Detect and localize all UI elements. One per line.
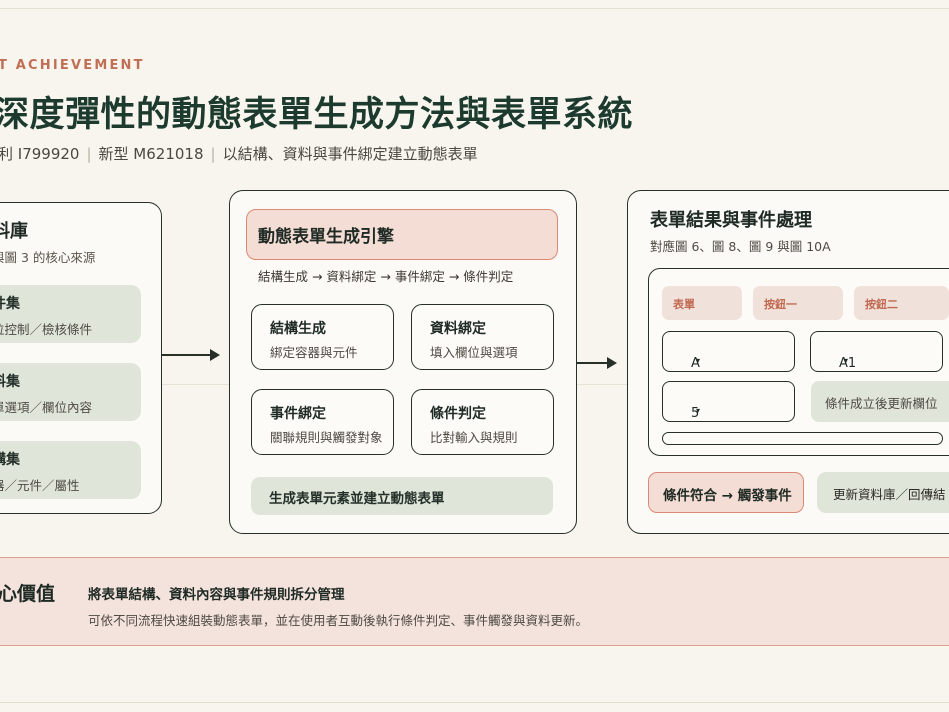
summary-text: 以結構、資料與事件綁定建立動態表單	[222, 145, 478, 163]
database-update-box: 更新資料庫／回傳結	[817, 472, 949, 513]
value-band-description: 可依不同流程快速組裝動態表單，並在使用者互動後執行條件判定、事件觸發與資料更新。	[88, 613, 589, 628]
card-desc: 位控制／檢核條件	[0, 322, 93, 337]
tab-button-two[interactable]: 按鈕二	[854, 286, 949, 320]
card-desc: 單選項／欄位內容	[0, 400, 93, 415]
select-value: 5	[691, 406, 700, 421]
engine-title: 動態表單生成引擎	[258, 227, 394, 247]
tab-form[interactable]: 表單	[662, 286, 742, 320]
condition-check-card: 條件判定 比對輸入與規則	[411, 389, 554, 455]
step-title: 結構生成	[270, 321, 326, 337]
field-update-text: 條件成立後更新欄位	[825, 396, 938, 411]
step-title: 事件綁定	[270, 406, 326, 422]
tab-label: 按鈕一	[764, 298, 797, 311]
select-a[interactable]: A▾	[662, 331, 795, 372]
top-rule	[0, 8, 949, 9]
step-desc: 關聯規則與觸發對象	[270, 430, 383, 445]
tab-label: 表單	[673, 298, 695, 311]
eyebrow-label: T ACHIEVEMENT	[0, 58, 145, 73]
value-band	[0, 557, 949, 646]
chevron-down-icon: ▾	[696, 356, 701, 365]
trigger-event-text: 條件符合 → 觸發事件	[663, 488, 792, 504]
tab-button-one[interactable]: 按鈕一	[753, 286, 843, 320]
card-title: 件集	[0, 296, 20, 312]
database-panel-title: 料庫	[0, 221, 28, 242]
select-value: A	[691, 356, 700, 371]
arrow-right-icon	[577, 357, 617, 369]
step-title: 資料綁定	[430, 321, 486, 337]
data-binding-card: 資料綁定 填入欄位與選項	[411, 304, 554, 370]
database-panel-subtitle: 與圖 3 的核心來源	[0, 250, 96, 265]
arrow-right-icon	[162, 349, 220, 361]
data-set-card: 料集 單選項／欄位內容	[0, 363, 141, 421]
page-title: 深度彈性的動態表單生成方法與表單系統	[0, 94, 634, 135]
utility-model-number: 新型 M621018	[98, 145, 204, 163]
tab-label: 按鈕二	[865, 298, 898, 311]
result-panel-title: 表單結果與事件處理	[650, 210, 812, 231]
select-a1[interactable]: A1▾	[810, 331, 943, 372]
input-bar[interactable]	[662, 432, 943, 445]
field-update-note: 條件成立後更新欄位	[811, 381, 949, 422]
engine-title-box: 動態表單生成引擎	[246, 209, 558, 260]
step-desc: 比對輸入與規則	[430, 430, 518, 445]
separator: |	[210, 145, 216, 163]
step-desc: 綁定容器與元件	[270, 345, 358, 360]
page-subtitle: 利 I799920 | 新型 M621018 | 以結構、資料與事件綁定建立動態表單	[0, 143, 478, 164]
select-value: A1	[839, 356, 857, 371]
card-desc: 器／元件／屬性	[0, 478, 80, 493]
output-box: 生成表單元素並建立動態表單	[251, 477, 553, 515]
select-5[interactable]: 5▾	[662, 381, 795, 422]
patent-number: 利 I799920	[0, 145, 80, 163]
bottom-rule	[0, 702, 949, 703]
event-binding-card: 事件綁定 關聯規則與觸發對象	[251, 389, 394, 455]
database-update-text: 更新資料庫／回傳結	[833, 487, 946, 502]
value-band-title: 心價值	[0, 583, 56, 605]
result-panel-subtitle: 對應圖 6、圖 8、圖 9 與圖 10A	[650, 239, 831, 254]
value-band-headline: 將表單結構、資料內容與事件規則拆分管理	[88, 587, 345, 603]
step-title: 條件判定	[430, 406, 486, 422]
process-flow: 結構生成 → 資料綁定 → 事件綁定 → 條件判定	[258, 269, 514, 284]
output-text: 生成表單元素並建立動態表單	[269, 491, 445, 507]
step-desc: 填入欄位與選項	[430, 345, 518, 360]
separator: |	[86, 145, 92, 163]
chevron-down-icon: ▾	[844, 356, 849, 365]
chevron-down-icon: ▾	[696, 406, 701, 415]
structure-set-card: 構集 器／元件／屬性	[0, 441, 141, 499]
structure-generation-card: 結構生成 綁定容器與元件	[251, 304, 394, 370]
condition-set-card: 件集 位控制／檢核條件	[0, 285, 141, 343]
card-title: 構集	[0, 452, 20, 468]
trigger-event-box: 條件符合 → 觸發事件	[648, 472, 804, 513]
card-title: 料集	[0, 374, 20, 390]
